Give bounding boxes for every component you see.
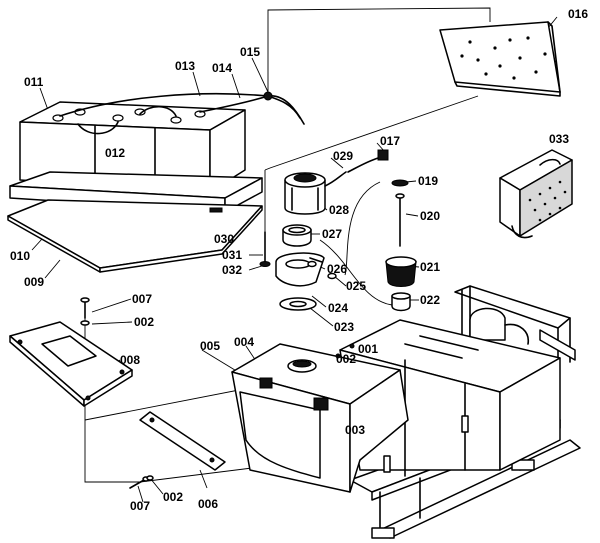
label-023: 023	[334, 320, 354, 334]
ring-027	[282, 224, 312, 247]
label-003: 003	[345, 423, 365, 437]
label-027: 027	[322, 227, 342, 241]
panel-016	[439, 21, 561, 97]
nut-025	[327, 272, 337, 280]
label-008: 008	[120, 353, 140, 367]
washer-002-bottom	[146, 475, 154, 481]
bar-006	[139, 411, 226, 471]
label-006: 006	[198, 497, 218, 511]
label-010: 010	[10, 249, 30, 263]
connector-017	[347, 149, 389, 173]
motor-028	[284, 171, 347, 215]
screw-007-top	[80, 297, 90, 319]
label-028: 028	[329, 203, 349, 217]
label-007-bottom: 007	[130, 499, 150, 513]
label-016: 016	[568, 7, 588, 21]
label-031: 031	[222, 248, 242, 262]
label-007-top: 007	[132, 292, 152, 306]
label-029: 029	[333, 149, 353, 163]
screw-026	[307, 260, 317, 268]
label-033: 033	[549, 132, 569, 146]
label-004: 004	[234, 335, 254, 349]
frame-chassis	[231, 285, 581, 539]
screw-007-bottom	[129, 476, 150, 489]
clamp-024	[275, 252, 325, 287]
label-015: 015	[240, 45, 260, 59]
label-002-bottom: 002	[163, 490, 183, 504]
label-005: 005	[200, 339, 220, 353]
label-014: 014	[212, 61, 232, 75]
label-020: 020	[420, 209, 440, 223]
cap-022	[391, 292, 411, 312]
label-025: 025	[346, 279, 366, 293]
part-labels: 011 013 014 015 016 012 010 009 030 017 …	[10, 7, 588, 513]
label-019: 019	[418, 174, 438, 188]
bracket-008	[9, 321, 133, 407]
label-011: 011	[24, 75, 44, 89]
rod-020	[395, 193, 405, 247]
label-013: 013	[175, 59, 195, 73]
label-002-top: 002	[134, 315, 154, 329]
bolt-031	[259, 231, 271, 267]
label-012: 012	[105, 146, 125, 160]
gasket-023	[279, 297, 317, 311]
filter-021	[385, 256, 417, 287]
label-024: 024	[328, 301, 348, 315]
label-022: 022	[420, 293, 440, 307]
label-030: 030	[214, 232, 234, 246]
plate-009	[7, 199, 263, 273]
label-026: 026	[327, 262, 347, 276]
label-009: 009	[24, 275, 44, 289]
label-032: 032	[222, 263, 242, 277]
charger-033	[499, 149, 573, 239]
washer-002-top	[80, 320, 90, 326]
label-001: 001	[358, 342, 378, 356]
label-017: 017	[380, 134, 400, 148]
label-002-mid: 002	[336, 352, 356, 366]
washer-019	[391, 179, 409, 187]
label-021: 021	[420, 260, 440, 274]
